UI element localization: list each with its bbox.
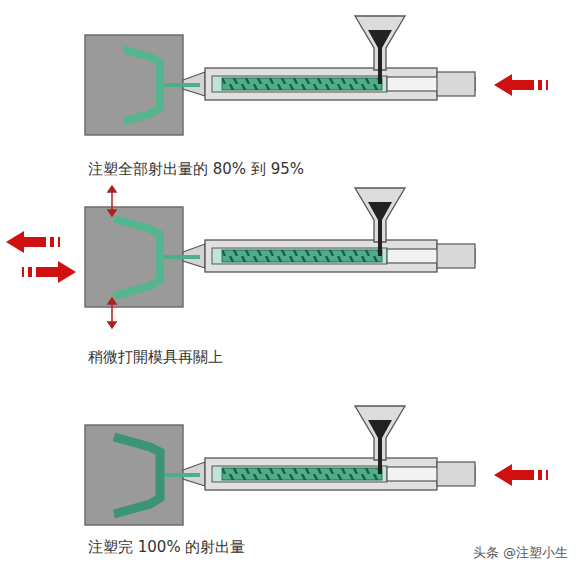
- watermark: 头条 @注塑小生: [473, 545, 568, 561]
- step-caption: 稍微打開模具再關上: [88, 348, 223, 366]
- step-caption: 注塑全部射出量的 80% 到 95%: [88, 160, 304, 178]
- step-caption: 注塑完 100% 的射出量: [88, 538, 245, 556]
